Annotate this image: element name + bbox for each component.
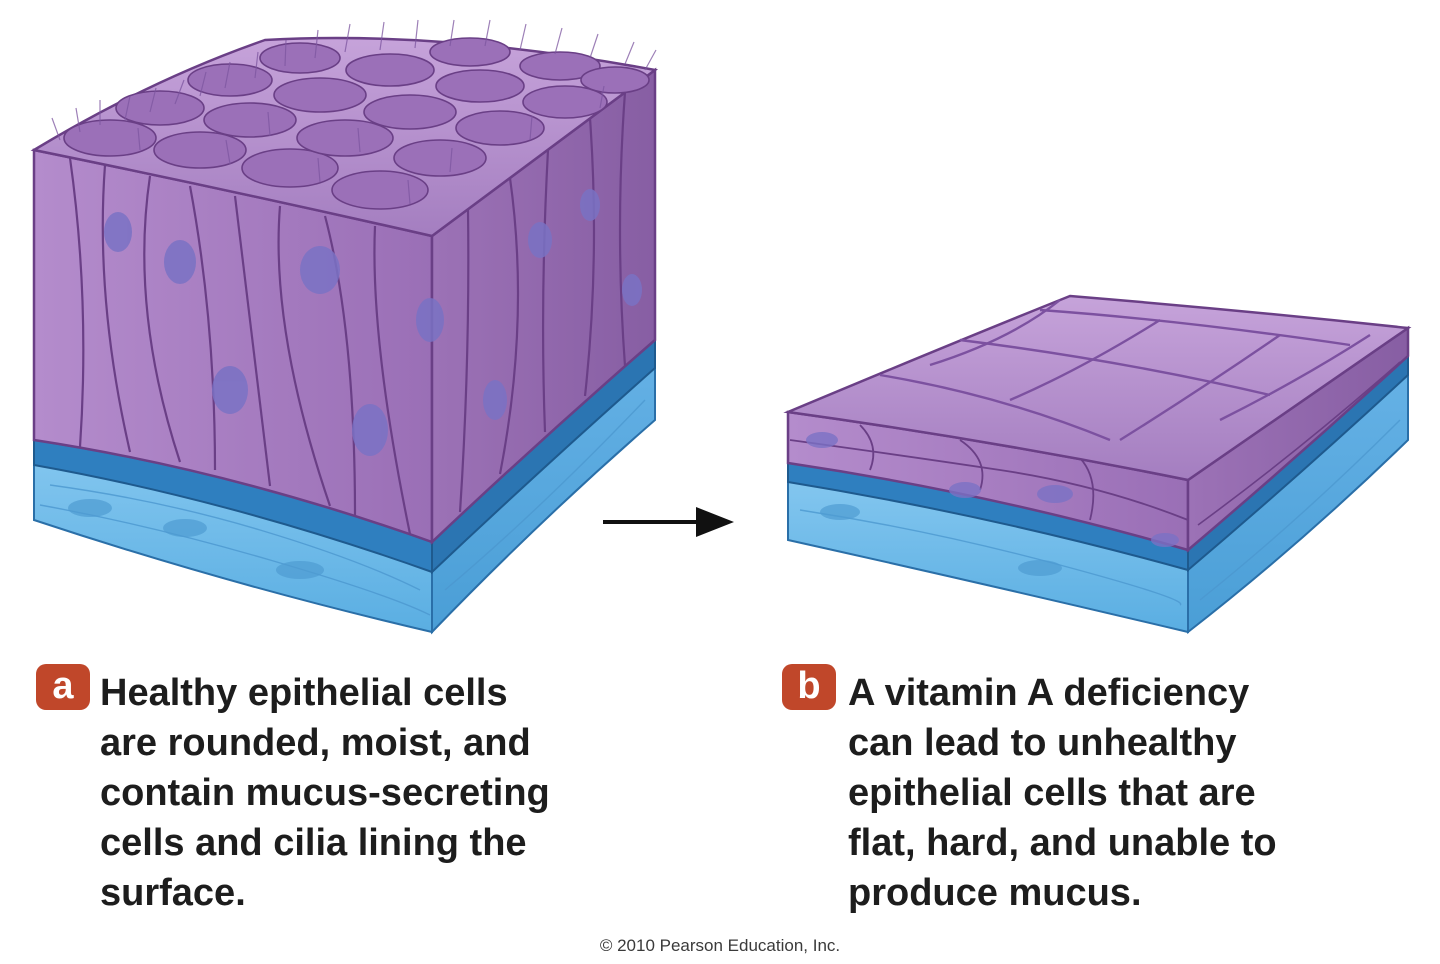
arrow-right-icon xyxy=(603,507,734,537)
panel-a-caption: Healthy epithelial cells are rounded, mo… xyxy=(100,668,700,918)
copyright-notice: © 2010 Pearson Education, Inc. xyxy=(599,936,841,955)
caption-line: contain mucus-secreting xyxy=(100,772,550,814)
caption-line: flat, hard, and unable to xyxy=(848,822,1277,864)
unhealthy-tissue-block xyxy=(783,294,1412,635)
panel-b-badge: b xyxy=(782,664,836,710)
caption-line: can lead to unhealthy xyxy=(848,722,1237,764)
panel-b-caption: A vitamin A deficiency can lead to unhea… xyxy=(848,668,1408,918)
caption-line: cells and cilia lining the xyxy=(100,822,527,864)
caption-line: A vitamin A deficiency xyxy=(848,672,1250,714)
panel-a-badge: a xyxy=(36,664,90,710)
caption-line: surface. xyxy=(100,872,246,914)
flat-surface xyxy=(783,294,1412,482)
caption-line: produce mucus. xyxy=(848,872,1142,914)
caption-line: epithelial cells that are xyxy=(848,772,1256,814)
caption-line: Healthy epithelial cells xyxy=(100,672,508,714)
healthy-tissue-block xyxy=(30,19,659,635)
flattened-cells-side xyxy=(1186,325,1410,553)
caption-line: are rounded, moist, and xyxy=(100,722,531,764)
